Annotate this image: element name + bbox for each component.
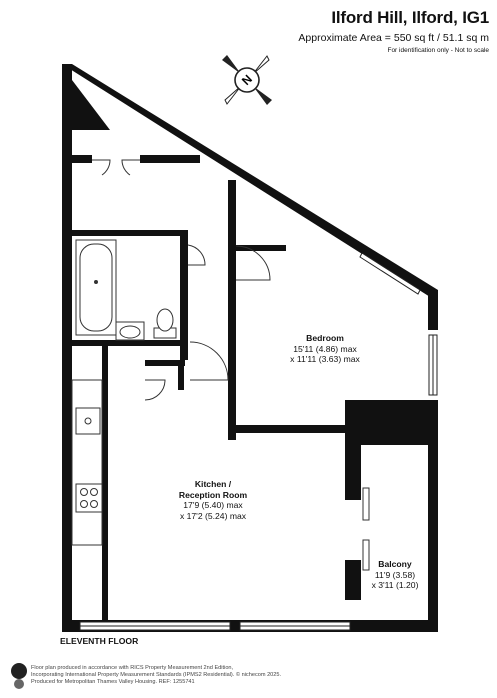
- address-title: Ilford Hill, Ilford, IG1: [331, 8, 489, 27]
- balcony-label: Balcony 11'9 (3.58) x 3'11 (1.20): [360, 559, 430, 591]
- basin: [115, 321, 145, 341]
- kitchen-dim1: 17'9 (5.40) max: [183, 500, 243, 510]
- kitchen-label: Kitchen / Reception Room 17'9 (5.40) max…: [158, 479, 268, 521]
- doors: [92, 159, 271, 401]
- logo-icon: [11, 663, 27, 689]
- bedroom-walls: [180, 180, 348, 440]
- bathtub: [75, 239, 117, 336]
- bedroom-dim2: x 11'11 (3.63) max: [290, 354, 360, 364]
- windows: [79, 252, 438, 631]
- outer-walls: [62, 64, 438, 632]
- kitchen-name: Kitchen /: [194, 479, 232, 489]
- balcony-name: Balcony: [378, 559, 412, 569]
- compass-icon: N: [222, 55, 272, 105]
- footer-line1: Floor plan produced in accordance with R…: [31, 665, 234, 671]
- footer-line2: Incorporating International Property Mea…: [31, 672, 282, 678]
- balcony-dim1: 11'9 (3.58): [374, 569, 416, 580]
- toilet: [153, 308, 177, 339]
- floor-label: ELEVENTH FLOOR: [60, 636, 139, 646]
- bedroom-name: Bedroom: [306, 333, 344, 343]
- footer-line3: Produced for Metropolitan Thames Valley …: [31, 679, 195, 685]
- footer-text: Floor plan produced in accordance with R…: [31, 665, 281, 686]
- bedroom-label: Bedroom 15'11 (4.86) max x 11'11 (3.63) …: [270, 333, 380, 365]
- kitchen-units: [71, 379, 103, 546]
- wall-corner: [72, 80, 110, 130]
- bedroom-dim1: 15'11 (4.86) max: [293, 343, 357, 354]
- balcony-walls: [345, 445, 361, 600]
- identification-note: For identification only - Not to scale: [387, 47, 489, 54]
- bathroom-walls: [72, 230, 188, 626]
- approximate-area: Approximate Area = 550 sq ft / 51.1 sq m: [298, 32, 489, 44]
- kitchen-name2: Reception Room: [178, 489, 248, 500]
- balcony-doors: [362, 487, 370, 571]
- balcony-dim2: x 3'11 (1.20): [371, 580, 419, 590]
- kitchen-dim2: x 17'2 (5.24) max: [179, 510, 247, 521]
